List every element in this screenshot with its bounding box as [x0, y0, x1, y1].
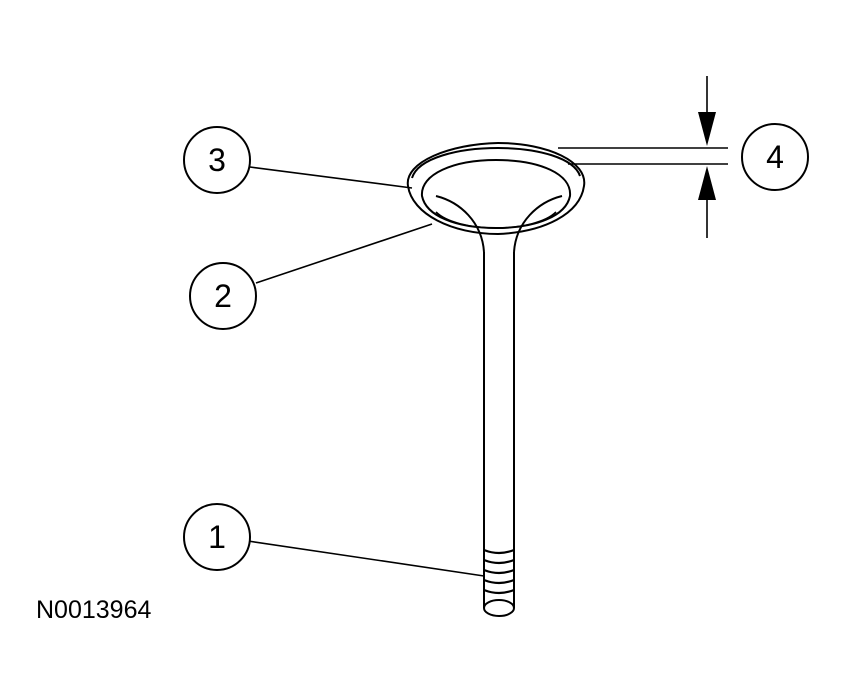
figure-reference-code: N0013964: [36, 596, 152, 624]
valve-margin: [411, 146, 581, 179]
leader-2: [255, 223, 433, 284]
callout-4-label: 4: [766, 139, 784, 175]
callout-1-label: 1: [208, 519, 226, 555]
valve-stem: [483, 252, 515, 608]
leader-lines: [247, 76, 728, 577]
leader-1: [247, 540, 485, 577]
valve-neck: [435, 195, 563, 253]
arrow-up-icon: [698, 166, 716, 200]
leader-3: [249, 166, 413, 189]
valve-stem-tip: [483, 599, 515, 617]
callout-3-label: 3: [208, 142, 226, 178]
callout-2: 2: [189, 262, 257, 330]
callout-2-label: 2: [214, 278, 232, 314]
keeper-grooves: [483, 548, 515, 595]
arrow-down-icon: [698, 112, 716, 146]
dimension-arrows: [698, 112, 716, 200]
callout-1: 1: [183, 503, 251, 571]
callout-4: 4: [741, 123, 809, 191]
valve-head-outer: [406, 141, 586, 236]
valve: [406, 141, 586, 617]
callout-3: 3: [183, 126, 251, 194]
